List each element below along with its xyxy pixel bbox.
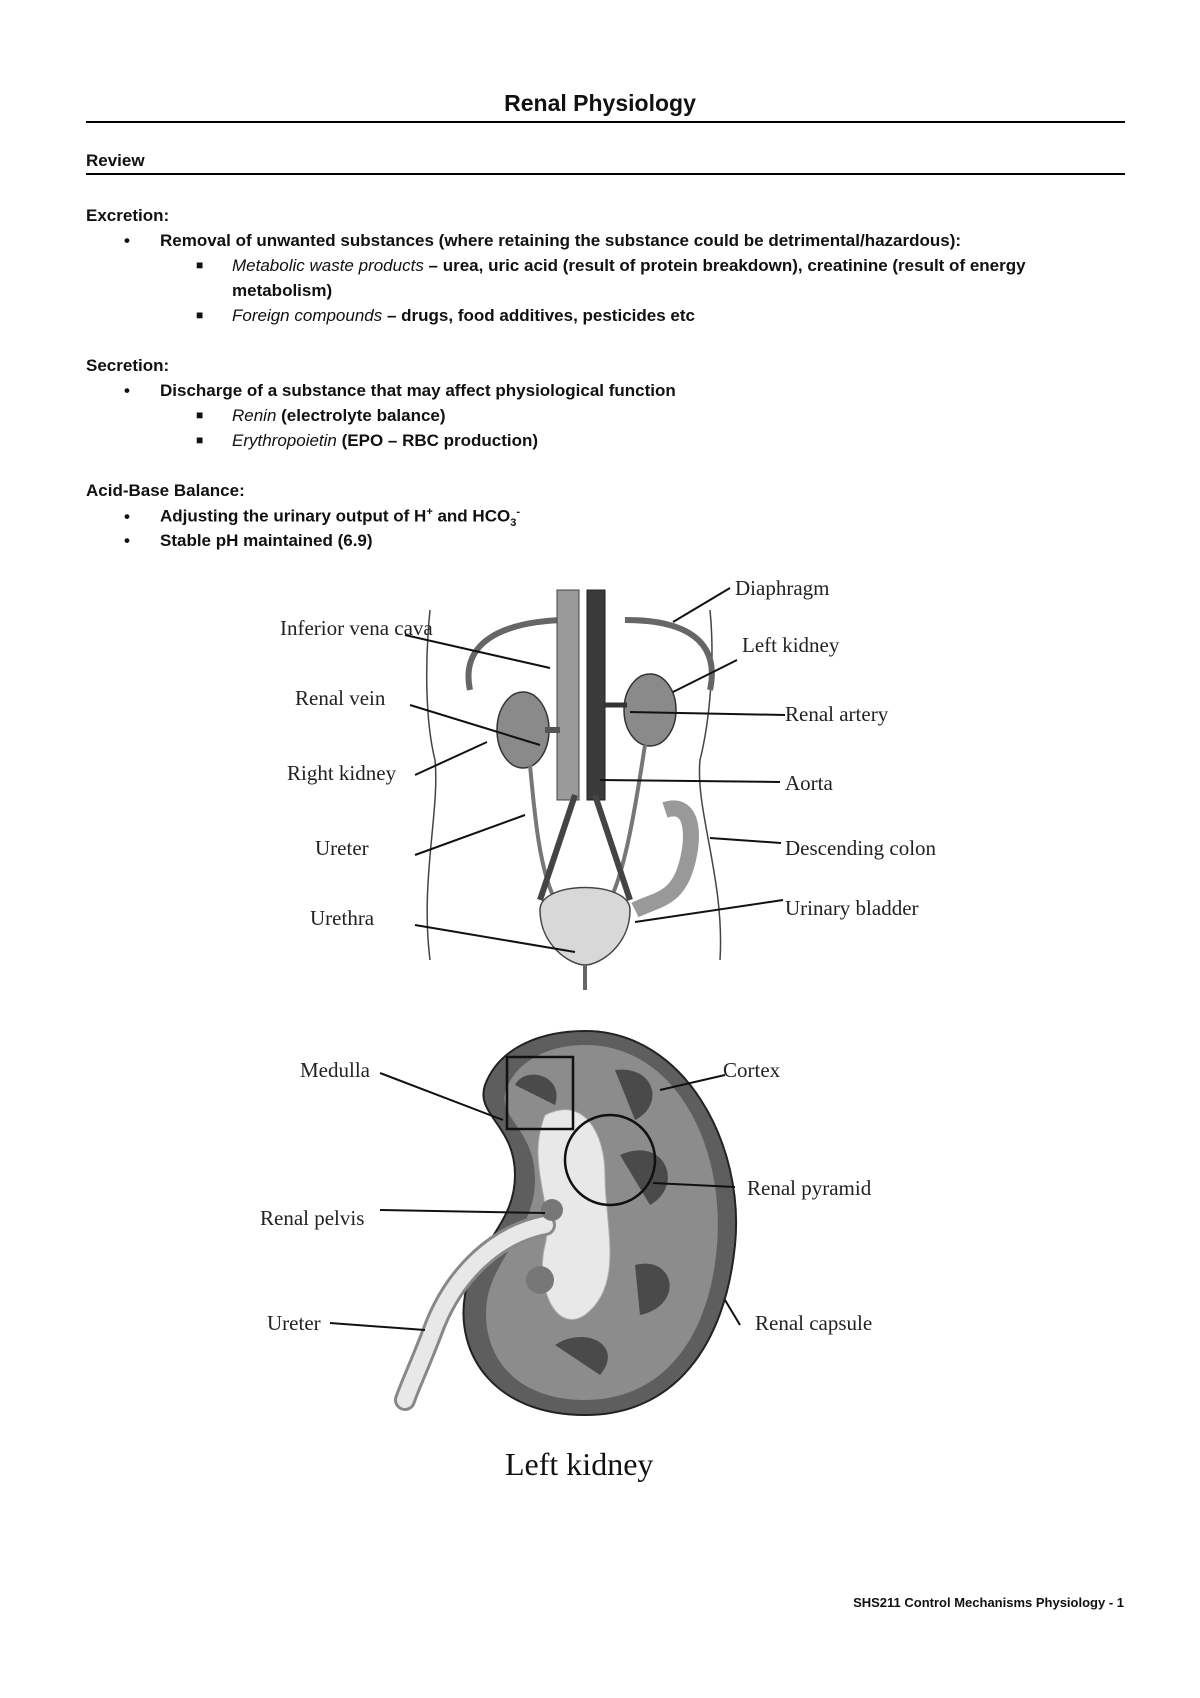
square-bullet-icon: ■ xyxy=(196,433,232,447)
bullet-icon: • xyxy=(124,381,160,401)
secretion-bullet: •Discharge of a substance that may affec… xyxy=(124,381,676,401)
excretion-heading: Excretion: xyxy=(86,206,169,226)
urinary-system-diagram: Inferior vena cava Renal vein Right kidn… xyxy=(255,580,975,1000)
excretion-item-metabolic-cont: metabolism) xyxy=(232,281,332,301)
excretion-item-foreign: ■Foreign compounds – drugs, food additiv… xyxy=(196,306,695,326)
label-renal-artery: Renal artery xyxy=(785,702,889,726)
footer-text: SHS211 Control Mechanisms Physiology - xyxy=(853,1595,1117,1610)
torso-outline-left xyxy=(427,610,436,960)
item-term: Erythropoietin xyxy=(232,431,337,450)
bullet-text: and HCO xyxy=(433,507,510,526)
bullet-icon: • xyxy=(124,531,160,551)
item-desc: – urea, uric acid (result of protein bre… xyxy=(424,256,1026,275)
label-inferior-vena-cava: Inferior vena cava xyxy=(280,616,433,640)
figure-caption: Left kidney xyxy=(505,1446,653,1482)
square-bullet-icon: ■ xyxy=(196,308,232,322)
item-term: Foreign compounds xyxy=(232,306,382,325)
label-urethra: Urethra xyxy=(310,906,375,930)
excretion-item-metabolic: ■Metabolic waste products – urea, uric a… xyxy=(196,256,1026,276)
vena-cava-shape xyxy=(557,590,579,800)
label-ureter: Ureter xyxy=(315,836,369,860)
item-term: Renin xyxy=(232,406,276,425)
item-desc: – drugs, food additives, pesticides etc xyxy=(382,306,695,325)
acid-base-heading: Acid-Base Balance: xyxy=(86,481,245,501)
vessel-dot-shape xyxy=(541,1199,563,1221)
right-ureter-shape xyxy=(530,765,555,900)
label-ureter: Ureter xyxy=(267,1311,321,1335)
left-kidney-shape xyxy=(624,674,676,746)
secretion-item-renin: ■Renin (electrolyte balance) xyxy=(196,406,446,426)
label-renal-pyramid: Renal pyramid xyxy=(747,1176,872,1200)
label-aorta: Aorta xyxy=(785,771,833,795)
page-title: Renal Physiology xyxy=(0,90,1200,117)
page-number: 1 xyxy=(1117,1595,1124,1610)
item-term: Metabolic waste products xyxy=(232,256,424,275)
page-footer: SHS211 Control Mechanisms Physiology - 1 xyxy=(853,1595,1124,1610)
label-renal-vein: Renal vein xyxy=(295,686,386,710)
bullet-icon: • xyxy=(124,507,160,527)
secretion-heading: Secretion: xyxy=(86,356,169,376)
label-descending-colon: Descending colon xyxy=(785,836,937,860)
label-urinary-bladder: Urinary bladder xyxy=(785,896,919,920)
label-renal-pelvis: Renal pelvis xyxy=(260,1206,364,1230)
bullet-text: Adjusting the urinary output of H xyxy=(160,507,426,526)
aorta-shape xyxy=(587,590,605,800)
subscript: 3 xyxy=(510,517,516,529)
label-medulla: Medulla xyxy=(300,1058,371,1082)
bullet-text: Removal of unwanted substances (where re… xyxy=(160,231,961,250)
kidney-section-diagram: Medulla Renal pelvis Ureter Cortex Renal… xyxy=(255,1025,975,1500)
colon-shape xyxy=(635,808,691,910)
square-bullet-icon: ■ xyxy=(196,258,232,272)
bullet-text: Discharge of a substance that may affect… xyxy=(160,381,676,400)
acid-base-bullet-2: •Stable pH maintained (6.9) xyxy=(124,531,373,551)
secretion-item-epo: ■Erythropoietin (EPO – RBC production) xyxy=(196,431,538,451)
label-diaphragm: Diaphragm xyxy=(735,580,829,600)
review-rule xyxy=(86,173,1125,175)
left-ureter-shape xyxy=(610,745,645,900)
item-desc: (EPO – RBC production) xyxy=(337,431,538,450)
square-bullet-icon: ■ xyxy=(196,408,232,422)
title-rule xyxy=(86,121,1125,123)
acid-base-bullet-1: •Adjusting the urinary output of H+ and … xyxy=(124,506,520,529)
right-kidney-shape xyxy=(497,692,549,768)
bullet-text: Stable pH maintained (6.9) xyxy=(160,531,373,550)
excretion-bullet: •Removal of unwanted substances (where r… xyxy=(124,231,961,251)
label-right-kidney: Right kidney xyxy=(287,761,397,785)
bladder-shape xyxy=(540,888,630,966)
superscript: - xyxy=(516,506,520,518)
review-heading: Review xyxy=(86,151,145,171)
label-cortex: Cortex xyxy=(723,1058,781,1082)
bullet-icon: • xyxy=(124,231,160,251)
vessel-dot-shape xyxy=(526,1266,554,1294)
label-left-kidney: Left kidney xyxy=(742,633,840,657)
item-desc: (electrolyte balance) xyxy=(276,406,445,425)
label-renal-capsule: Renal capsule xyxy=(755,1311,872,1335)
